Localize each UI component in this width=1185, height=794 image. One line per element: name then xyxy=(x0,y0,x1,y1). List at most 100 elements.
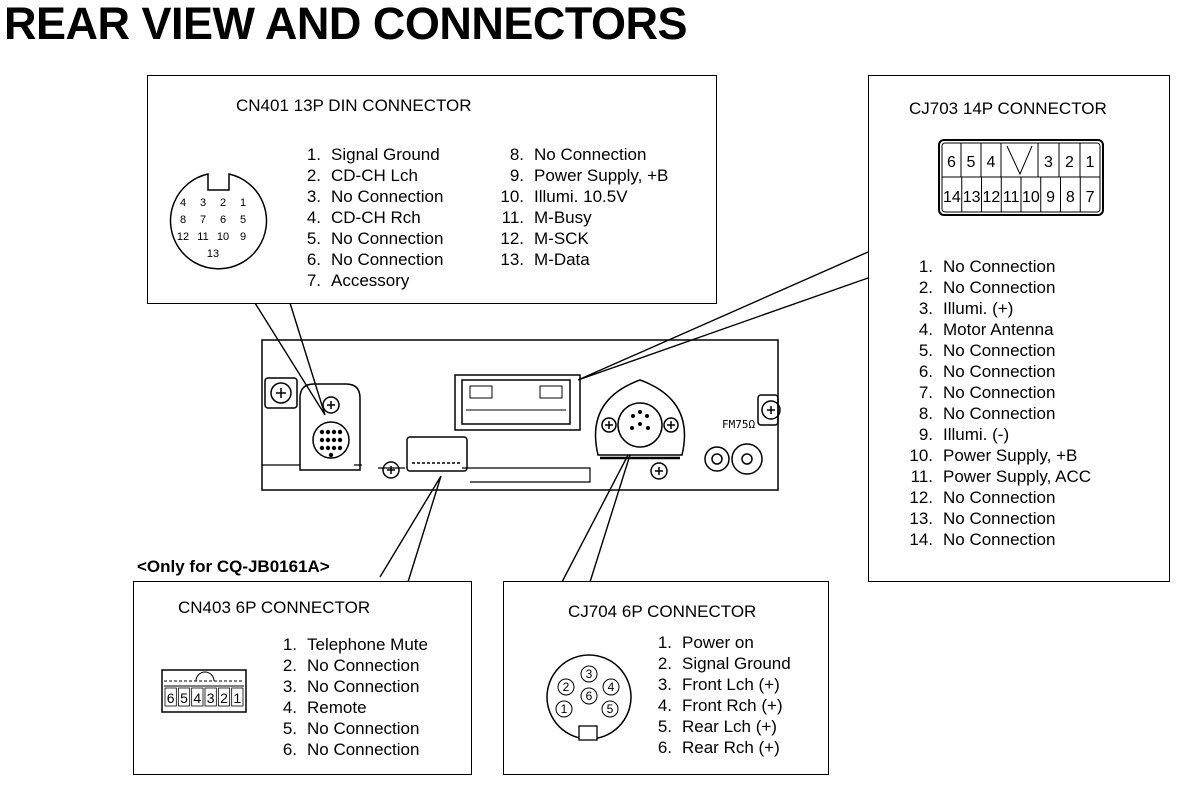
pin-number: 7. xyxy=(306,271,321,290)
pin-item: 12.No Connection xyxy=(905,487,1091,508)
cj704-pin-label: 1 xyxy=(561,702,568,716)
pin-number: 10. xyxy=(909,446,933,465)
pin-label: No Connection xyxy=(943,278,1056,297)
din-pin-label: 13 xyxy=(207,248,219,260)
cj703-pin-label: 10 xyxy=(1022,189,1040,206)
din-pin-label: 5 xyxy=(240,214,246,226)
pin-label: No Connection xyxy=(943,362,1056,381)
pin-cell xyxy=(164,687,177,707)
pin-label: Accessory xyxy=(331,271,410,290)
pin-circle xyxy=(580,687,598,705)
pin-circle xyxy=(580,665,598,683)
cj703-pin-label: 9 xyxy=(1046,189,1055,206)
pin-label: No Connection xyxy=(943,509,1056,528)
cj703-pin-label: 13 xyxy=(963,189,981,206)
din-pin-label: 3 xyxy=(200,197,206,209)
din-pin-label: 9 xyxy=(240,231,246,243)
pin-item: 14.No Connection xyxy=(905,529,1091,550)
pin-number: 13. xyxy=(500,250,524,269)
pin-number: 3. xyxy=(918,299,933,318)
pin-item: 4.Front Rch (+) xyxy=(654,695,791,716)
pin-label: No Connection xyxy=(943,488,1056,507)
pin-item: 1.Telephone Mute xyxy=(279,634,428,655)
cj704-pin-label: 3 xyxy=(586,667,593,681)
cn403-pin-label: 2 xyxy=(220,690,228,706)
pin-number: 7. xyxy=(918,383,933,402)
pin-number: 12. xyxy=(500,229,524,248)
pin-item: 1.No Connection xyxy=(905,256,1091,277)
pin-number: 8. xyxy=(918,404,933,423)
pin-cell xyxy=(217,687,231,707)
pin-number: 2. xyxy=(657,654,672,673)
cj703-title: CJ703 14P CONNECTOR xyxy=(909,99,1107,118)
pin-number: 11. xyxy=(501,208,524,227)
pin-item: 3. Illumi. (+) xyxy=(905,298,1091,319)
din-pin-label: 4 xyxy=(180,197,186,209)
pin-label: CD-CH Rch xyxy=(331,208,421,227)
pin-number: 14. xyxy=(909,530,933,549)
pin-label: No Connection xyxy=(943,404,1056,423)
pin-number: 13. xyxy=(909,509,933,528)
cn403-pin-label: 4 xyxy=(193,690,201,706)
pin-item: 6.No Connection xyxy=(303,249,444,270)
din-pin-label: 8 xyxy=(180,214,186,226)
antenna-label: FM75Ω xyxy=(722,418,756,431)
callout-cj703 xyxy=(577,251,869,381)
pin-number: 1. xyxy=(282,635,297,654)
pin-number: 8. xyxy=(509,145,524,164)
cn401-title: CN401 13P DIN CONNECTOR xyxy=(236,96,472,115)
pin-item: 5.No Connection xyxy=(905,340,1091,361)
pin-number: 6. xyxy=(306,250,321,269)
pin-label: Motor Antenna xyxy=(943,320,1054,339)
pin-item: 11.Power Supply, ACC xyxy=(905,466,1091,487)
cj704-pin-label: 4 xyxy=(608,680,615,694)
pin-cell xyxy=(231,687,244,707)
pin-cell xyxy=(204,687,217,707)
cj703-pin-label: 7 xyxy=(1086,189,1095,206)
pin-number: 6. xyxy=(918,362,933,381)
pin-label: Remote xyxy=(307,698,367,717)
cj703-pin-label: 11 xyxy=(1003,189,1020,206)
pin-item: 8. No Connection xyxy=(905,403,1091,424)
din-pin-label: 7 xyxy=(200,214,206,226)
pin-item: 2.No Connection xyxy=(279,655,428,676)
cj703-pin-label: 6 xyxy=(947,154,956,171)
pin-number: 5. xyxy=(918,341,933,360)
pin-number: 9. xyxy=(509,166,524,185)
pin-number: 3. xyxy=(282,677,297,696)
pin-number: 5. xyxy=(306,229,321,248)
pin-label: Signal Ground xyxy=(331,145,440,164)
cj703-pin-label: 14 xyxy=(943,189,961,206)
pin-label: Illumi. 10.5V xyxy=(534,187,628,206)
cn403-pin-label: 5 xyxy=(180,690,188,706)
pin-label: No Connection xyxy=(943,383,1056,402)
pin-label: Illumi. (-) xyxy=(943,425,1010,444)
pin-circle xyxy=(557,678,575,696)
pin-number: 1. xyxy=(306,145,321,164)
din-pin-label: 11 xyxy=(197,231,208,243)
pin-item: 1.Power on xyxy=(654,632,791,653)
callout-cn403 xyxy=(379,475,442,583)
pin-item: 3.No Connection xyxy=(279,676,428,697)
pin-item: 3.Front Lch (+) xyxy=(654,674,791,695)
pin-label: Rear Rch (+) xyxy=(682,738,780,757)
pin-number: 5. xyxy=(657,717,672,736)
pin-label: Illumi. (+) xyxy=(943,299,1014,318)
pin-item: 10.Illumi. 10.5V xyxy=(496,186,668,207)
pin-label: No Connection xyxy=(534,145,647,164)
cj704-pin-label: 5 xyxy=(607,702,614,716)
pin-item: 9.Illumi. (-) xyxy=(905,424,1091,445)
callout-cj704 xyxy=(561,454,631,583)
pin-label: No Connection xyxy=(943,257,1056,276)
pin-item: 5.Rear Lch (+) xyxy=(654,716,791,737)
cj703-pin-label: 8 xyxy=(1066,189,1075,206)
pin-item: 3.No Connection xyxy=(303,186,444,207)
pin-circle xyxy=(602,678,620,696)
pin-label: No Connection xyxy=(307,740,420,759)
